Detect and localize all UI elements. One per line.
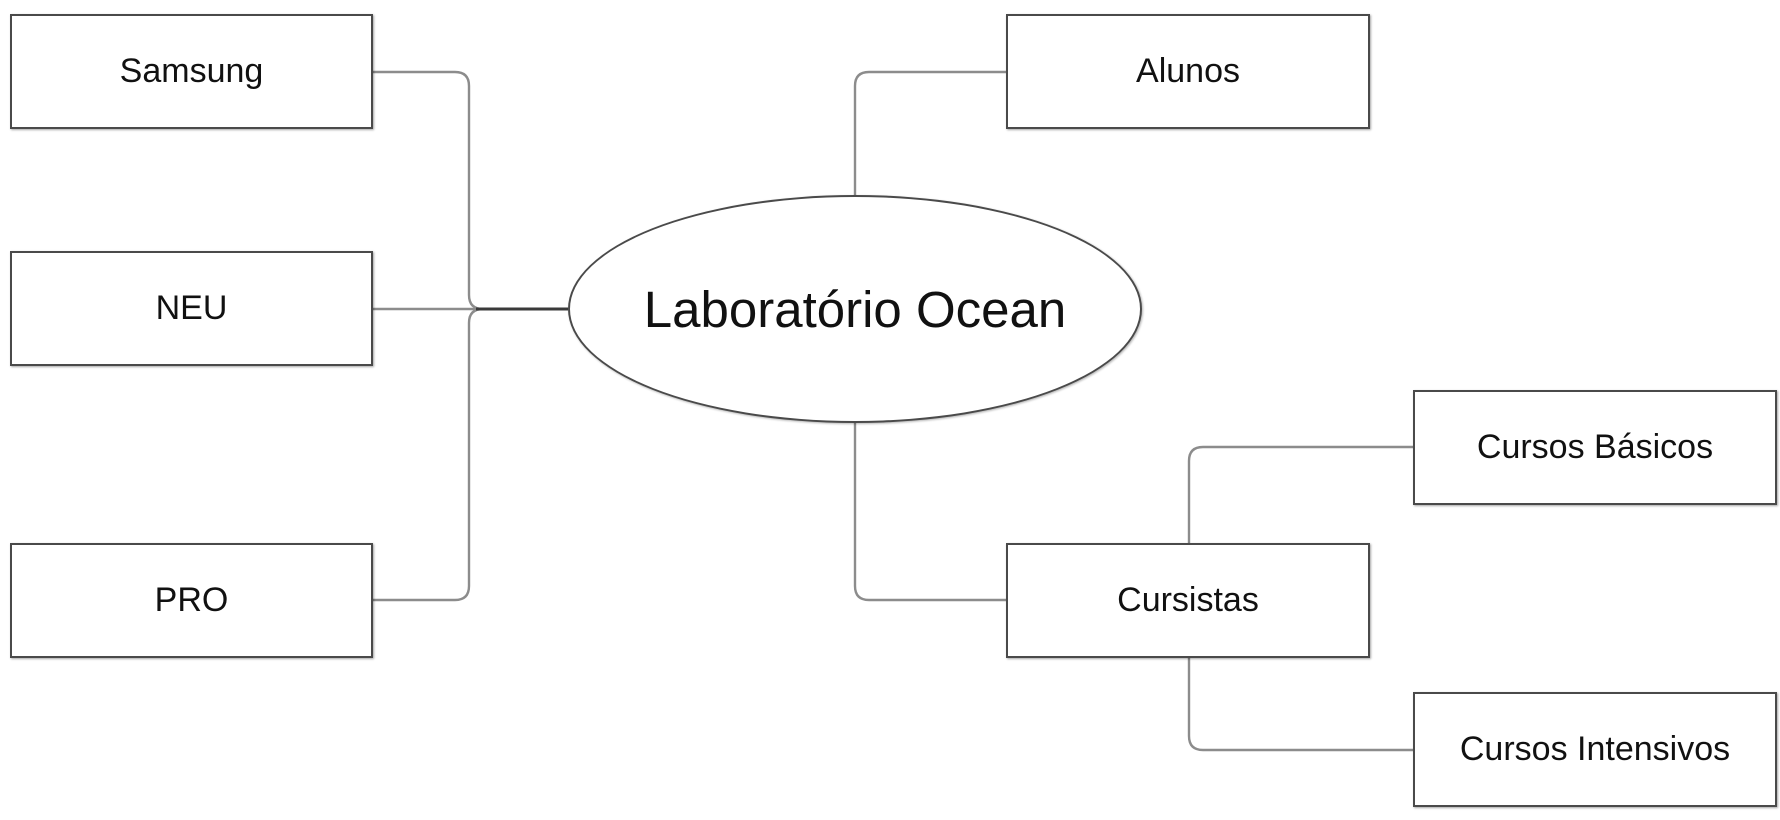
node-cursistas: Cursistas	[1006, 543, 1370, 658]
node-pro-label: PRO	[154, 581, 229, 619]
connector-cursistas	[853, 423, 1006, 602]
connector-cursos-basicos	[1187, 445, 1414, 543]
connector-samsung	[372, 70, 484, 311]
node-samsung: Samsung	[10, 14, 373, 129]
node-neu-label: NEU	[155, 289, 228, 327]
central-node-label: Laboratório Ocean	[643, 280, 1067, 338]
central-node: Laboratório Ocean	[568, 195, 1142, 423]
node-pro: PRO	[10, 543, 373, 658]
node-cursistas-label: Cursistas	[1117, 581, 1259, 619]
node-cursos-intensivos: Cursos Intensivos	[1413, 692, 1777, 807]
node-cursos-intensivos-label: Cursos Intensivos	[1459, 730, 1731, 768]
node-samsung-label: Samsung	[119, 52, 264, 90]
connector-cursos-intensivos	[1187, 657, 1414, 752]
node-neu: NEU	[10, 251, 373, 366]
node-alunos-label: Alunos	[1136, 52, 1240, 90]
node-cursos-basicos: Cursos Básicos	[1413, 390, 1777, 505]
connector-alunos	[853, 70, 1006, 195]
node-alunos: Alunos	[1006, 14, 1370, 129]
connector-pro	[372, 307, 484, 602]
node-cursos-basicos-label: Cursos Básicos	[1476, 428, 1714, 466]
